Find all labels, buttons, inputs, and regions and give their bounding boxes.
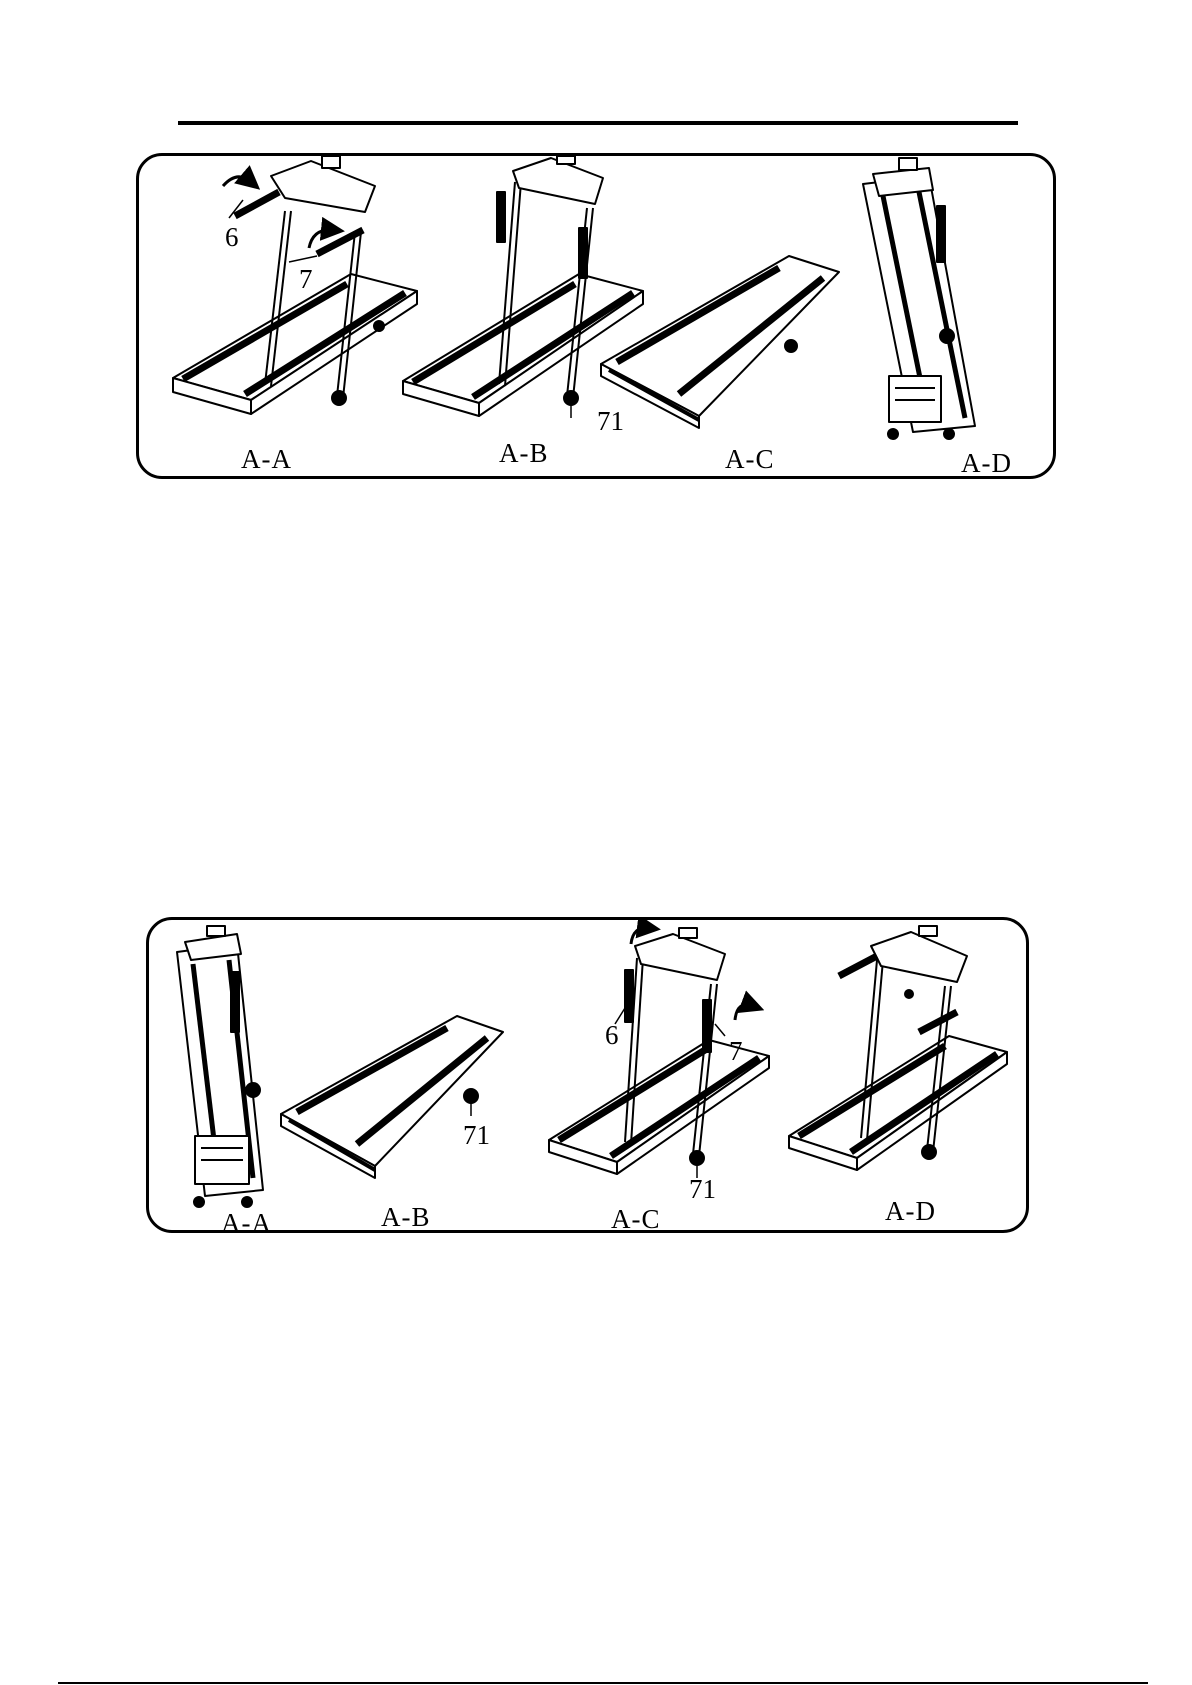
treadmill-a-a-illustration (177, 926, 263, 1207)
stage-label-a-c: A-C (611, 1204, 661, 1235)
callout-71-c: 71 (689, 1174, 716, 1205)
header-rule (178, 121, 1018, 125)
rotate-arrow-icon (223, 177, 251, 186)
callout-7: 7 (299, 264, 313, 295)
treadmill-a-b-illustration (281, 1016, 503, 1178)
stage-label-a-b: A-B (381, 1202, 431, 1233)
treadmill-a-c-illustration (601, 256, 839, 428)
unfolding-diagram (149, 920, 1032, 1236)
callout-7: 7 (729, 1036, 743, 1067)
stage-label-a-d: A-D (961, 448, 1012, 479)
treadmill-a-d-illustration (863, 158, 975, 439)
stage-label-a-a: A-A (221, 1208, 272, 1239)
stage-label-a-a: A-A (241, 444, 292, 475)
callout-6: 6 (225, 222, 239, 253)
treadmill-a-a-illustration (173, 156, 417, 414)
callout-71: 71 (597, 406, 624, 437)
footer-rule (58, 1682, 1148, 1684)
callout-71-b: 71 (463, 1120, 490, 1151)
stage-label-a-d: A-D (885, 1196, 936, 1227)
stage-label-a-c: A-C (725, 444, 775, 475)
rotate-arrow-icon (735, 1005, 753, 1020)
folding-diagram-panel: 6 7 71 A-A A-B A-C A-D (136, 153, 1056, 479)
callout-6: 6 (605, 1020, 619, 1051)
unfolding-diagram-panel: 6 7 71 71 A-A A-B A-C A-D (146, 917, 1029, 1233)
stage-label-a-b: A-B (499, 438, 549, 469)
treadmill-a-d-illustration (789, 926, 1007, 1170)
